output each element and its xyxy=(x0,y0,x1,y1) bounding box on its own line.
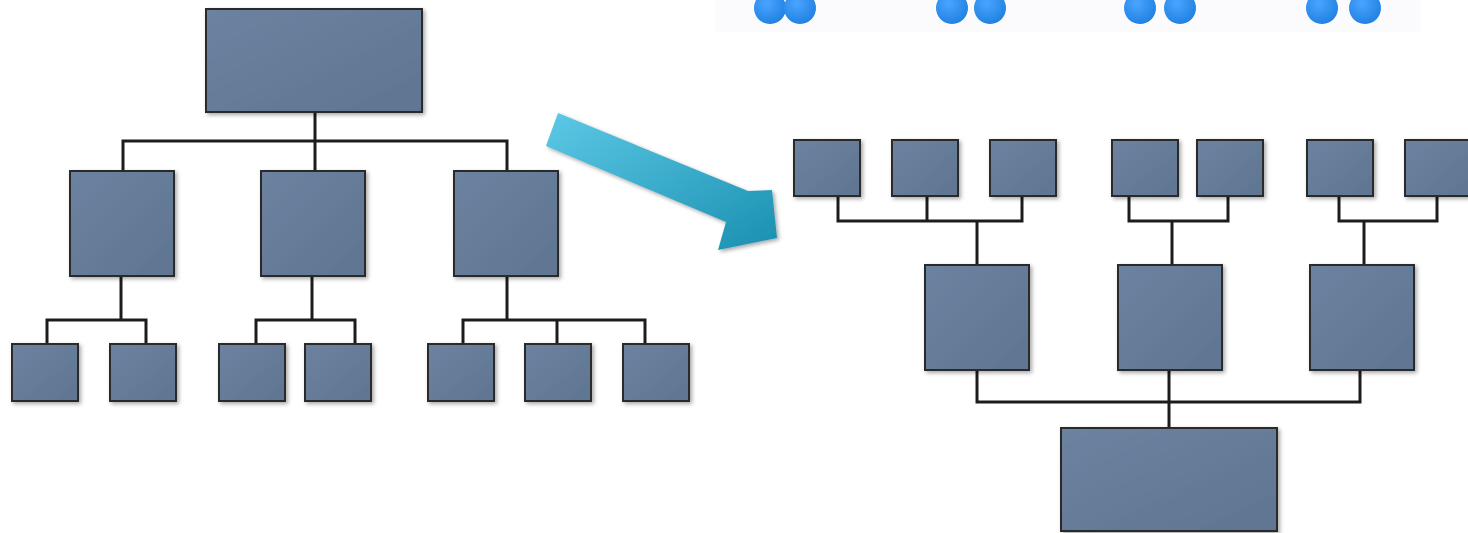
level-2-node xyxy=(453,170,559,277)
leaf-node xyxy=(218,343,286,402)
figure-foot-icon xyxy=(1306,0,1338,24)
level-2-node xyxy=(69,170,175,277)
figure-foot-icon xyxy=(1124,0,1156,24)
connector-line xyxy=(1337,196,1439,223)
root-node xyxy=(205,8,423,113)
leaf-node xyxy=(11,343,79,402)
right-hierarchy xyxy=(793,139,1468,532)
level-2-node xyxy=(1309,264,1415,371)
connector-line xyxy=(1127,196,1230,223)
connector-line xyxy=(461,318,647,344)
root-node xyxy=(1060,427,1278,532)
connector-line xyxy=(836,196,1024,223)
figure-foot-icon xyxy=(936,0,968,24)
leaf-node xyxy=(989,139,1057,197)
blue-figures-icon xyxy=(715,0,1421,32)
leaf-node xyxy=(622,343,690,402)
leaf-node xyxy=(793,139,861,197)
figure-foot-icon xyxy=(1164,0,1196,24)
figures-backdrop xyxy=(715,0,1421,32)
figure-foot-icon xyxy=(1349,0,1381,24)
leaf-node xyxy=(427,343,495,402)
figure-foot-icon xyxy=(784,0,816,24)
figure-foot-icon xyxy=(754,0,786,24)
leaf-node xyxy=(524,343,592,402)
leaf-node xyxy=(109,343,177,402)
teal-arrow-icon xyxy=(546,113,777,250)
leaf-node xyxy=(1111,139,1179,197)
leaf-node xyxy=(1306,139,1374,197)
level-2-node xyxy=(924,264,1030,371)
connector-line xyxy=(45,318,148,344)
level-2-node xyxy=(260,170,366,277)
level-2-node xyxy=(1117,264,1223,371)
left-hierarchy xyxy=(11,8,690,402)
leaf-node xyxy=(1404,139,1468,197)
leaf-node xyxy=(891,139,959,197)
leaf-node xyxy=(1196,139,1264,197)
leaf-node xyxy=(304,343,372,402)
connector-line xyxy=(254,318,357,344)
figure-foot-icon xyxy=(974,0,1006,24)
